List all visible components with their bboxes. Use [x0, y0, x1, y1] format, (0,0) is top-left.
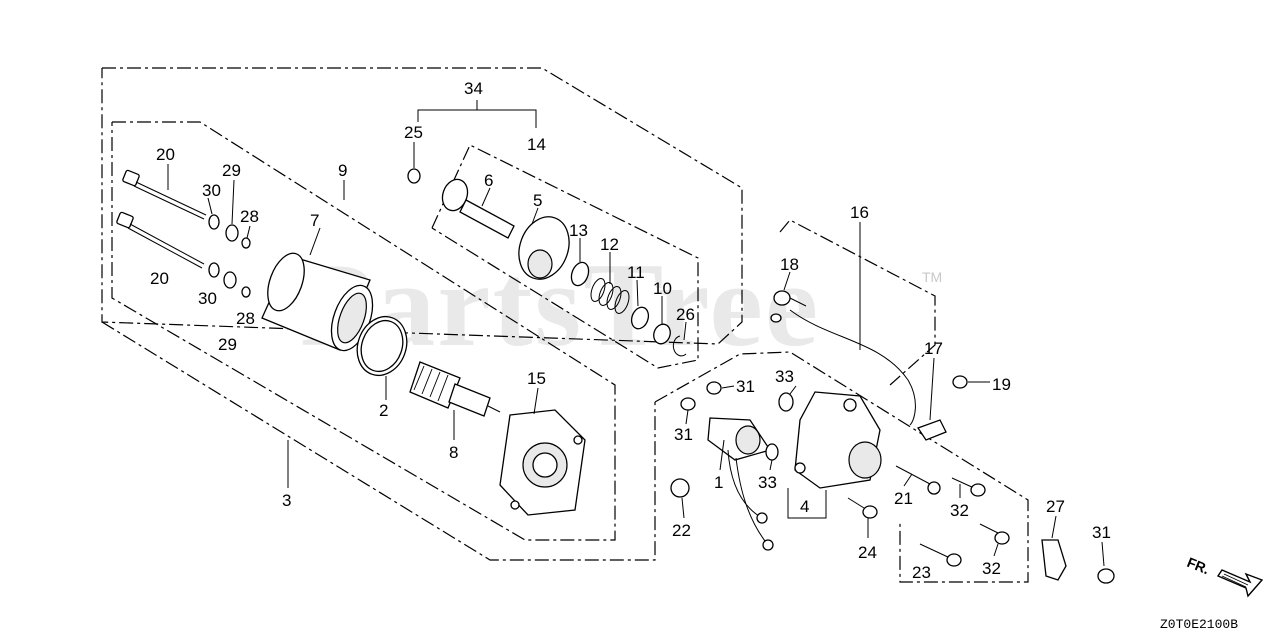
callout-8: 8: [449, 443, 458, 462]
callout-26: 26: [676, 305, 695, 324]
callout-33-lower: 33: [758, 473, 777, 492]
callout-13: 13: [569, 221, 588, 240]
callout-20-lower: 20: [150, 269, 169, 288]
nut-28-lower: [241, 286, 251, 298]
through-bolt-upper: [122, 169, 207, 220]
front-direction-indicator: FR.: [1185, 554, 1264, 598]
group-outline-cover: [654, 351, 1029, 583]
callout-4: 4: [800, 497, 809, 516]
bolt-23: [919, 543, 962, 567]
flange-nut-22: [670, 478, 690, 498]
callout-3: 3: [282, 491, 291, 510]
callout-11: 11: [627, 263, 645, 282]
stop-collar: [570, 261, 590, 287]
callout-31-upper: 31: [736, 377, 755, 396]
callout-24: 24: [858, 543, 877, 562]
callout-28-lower: 28: [236, 309, 255, 328]
callout-2: 2: [379, 401, 388, 420]
pinion-shaft: [441, 178, 515, 239]
callout-14: 14: [527, 135, 546, 154]
bolt-32-middle: [979, 523, 1010, 545]
callout-18: 18: [780, 255, 799, 274]
callout-12: 12: [600, 235, 619, 254]
callout-23: 23: [912, 563, 931, 582]
callout-28-upper: 28: [240, 207, 259, 226]
starter-solenoid: [707, 417, 774, 551]
callout-31-left: 31: [674, 425, 693, 444]
bolt-21: [895, 465, 941, 495]
callout-19: 19: [992, 375, 1011, 394]
group-outline-16: [779, 219, 936, 386]
trademark: TM: [922, 269, 942, 285]
front-label: FR.: [1185, 554, 1212, 577]
group-outline-3-lower: [101, 321, 656, 561]
snap-ring-26: [672, 335, 687, 357]
callout-30-lower: 30: [198, 289, 217, 308]
callout-34: 34: [464, 79, 483, 98]
callout-30-upper: 30: [202, 181, 221, 200]
washer-29-lower: [223, 271, 237, 289]
starter-cable: [770, 290, 947, 441]
washer-25: [407, 168, 421, 184]
bolt-31-right: [1097, 568, 1115, 584]
starter-cover: [794, 391, 882, 489]
bolt-31-left: [680, 397, 696, 411]
callout-17: 17: [924, 339, 943, 358]
callout-29-upper: 29: [222, 161, 241, 180]
leader-lines: [167, 142, 1105, 567]
callout-31-right: 31: [1092, 523, 1111, 542]
callout-21: 21: [894, 489, 913, 508]
through-bolt-lower: [116, 211, 205, 269]
callout-9: 9: [338, 161, 347, 180]
callout-33-upper: 33: [775, 367, 794, 386]
washer-29-upper: [225, 224, 239, 242]
pinion-gear: [518, 216, 570, 280]
callout-1: 1: [714, 473, 723, 492]
bolt-19: [952, 375, 968, 389]
collar-33-lower: [765, 443, 779, 461]
callout-25: 25: [404, 123, 423, 142]
bracket-34: [417, 109, 537, 128]
ground-terminal-27: [1041, 539, 1067, 581]
callout-numbers: 34 25 14 20 30 29 28 9 7 6 5 13 12 11 10…: [150, 79, 1111, 582]
callout-20-upper: 20: [156, 145, 175, 164]
callout-10: 10: [653, 279, 672, 298]
bolt-18: [789, 297, 807, 307]
callout-5: 5: [533, 191, 542, 210]
group-outline-34: [431, 144, 699, 369]
collar-10: [653, 323, 671, 345]
callout-22: 22: [672, 521, 691, 540]
bolt-24: [862, 505, 878, 519]
callout-15: 15: [527, 369, 546, 388]
callout-7: 7: [310, 211, 319, 230]
callout-32-upper: 32: [950, 501, 969, 520]
callout-27: 27: [1046, 497, 1065, 516]
bolt-31-upper: [706, 381, 722, 395]
diagram-code: Z0T0E2100B: [1160, 617, 1238, 632]
bracket-4: [787, 488, 827, 519]
bolt-32-upper: [951, 477, 986, 497]
collar-33-upper: [778, 392, 794, 412]
washer-30-upper: [208, 214, 220, 230]
nut-28-upper: [241, 237, 251, 249]
armature: [409, 361, 501, 417]
group-outline-9: [111, 121, 616, 541]
washer-30-lower: [208, 262, 220, 278]
callout-29-lower: 29: [218, 335, 237, 354]
thrust-washer-11: [630, 306, 650, 330]
rear-cover: [499, 409, 586, 516]
callout-32-lower: 32: [982, 559, 1001, 578]
callout-16: 16: [850, 203, 869, 222]
callout-6: 6: [484, 171, 493, 190]
